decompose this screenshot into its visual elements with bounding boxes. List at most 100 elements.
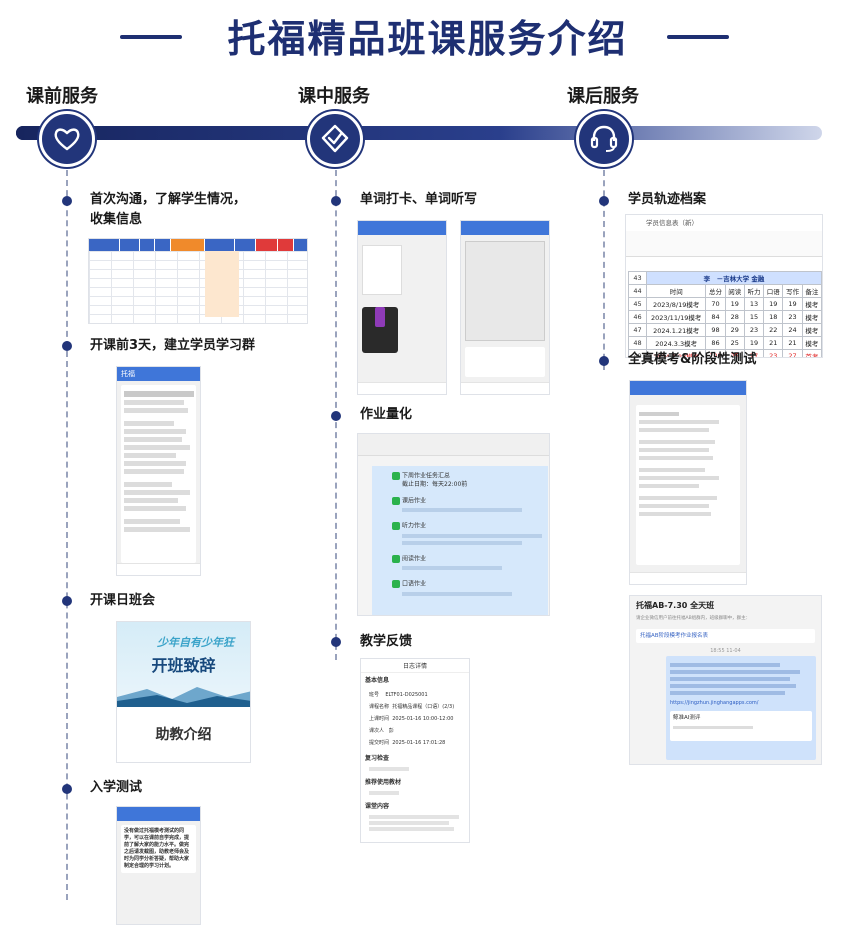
table-row-highlighted: 49 2024.1.23模考 102 25 27 23 27 首考: [628, 349, 822, 357]
feedback-section-materials: 推荐使用教材: [365, 779, 402, 786]
homework-lines: 下周作业任务汇总 截止日期：每天22:00前 课后作业 听力作业 阅读作业 口语…: [372, 466, 548, 596]
timeline-dot: [62, 596, 72, 606]
post-class-badge: [576, 111, 632, 167]
homework-line: 截止日期：每天22:00前: [402, 480, 468, 488]
feedback-row-key: 提交时间: [369, 740, 390, 746]
check-icon: [392, 580, 400, 588]
homework-line: 听力作业: [402, 522, 427, 530]
student-archive-sheet-thumbnail: 学员信息表（新） 43 李 －吉林大学 金融 44 时间 总分 阅读 听力 口语…: [625, 214, 823, 358]
group-notice: 托福AB阶段模考作业报名表: [636, 629, 815, 643]
homework-line: 课后作业: [402, 497, 427, 504]
opening-meeting-slide: 少年自有少年狂 开班致辞 助教介绍: [116, 621, 251, 763]
table-cell: 27: [782, 349, 803, 357]
dictation-chat-thumbnail: [460, 220, 550, 395]
chat-toolbar: [630, 572, 746, 584]
homework-line: 口语作业: [402, 580, 427, 588]
sheet-toolbar: [626, 231, 822, 257]
table-cell: 22: [763, 323, 784, 337]
pre-item-entry-test: 入学测试: [90, 780, 143, 795]
feedback-row-value: 托福精品课程（口语）(2/3): [392, 704, 455, 710]
row-number: 43: [628, 271, 647, 285]
chat-title: 托福: [121, 370, 135, 378]
chat-phone-image: [362, 307, 398, 353]
table-cell: 2023/11/19模考: [645, 310, 707, 324]
check-icon: [392, 554, 400, 563]
feedback-row-key: 课次人: [369, 728, 385, 734]
mock-exam-chat-thumbnail: [629, 380, 747, 585]
pre-item-opening-meeting: 开课日班会: [90, 593, 156, 608]
table-cell: 19: [782, 297, 803, 311]
table-cell: 70: [705, 297, 726, 311]
pre-class-timeline: [66, 170, 68, 900]
timeline-dot: [599, 196, 609, 206]
sheet-highlight-column: [205, 251, 239, 317]
table-cell: 13: [743, 297, 765, 311]
feedback-row-value: 彭: [388, 728, 394, 734]
group-link[interactable]: https://jingzhun.jinghangapps.com/: [670, 700, 759, 706]
link-card[interactable]: 鲸准AI测评: [670, 711, 812, 741]
timeline-dot: [599, 356, 609, 366]
timeline-dot: [331, 196, 341, 206]
table-header: 总分: [705, 284, 726, 298]
feedback-section-basic: 基本信息: [365, 677, 390, 684]
table-cell: 2024.1.21模考: [645, 323, 707, 337]
table-cell: 29: [724, 323, 745, 337]
row-number: 46: [628, 310, 647, 324]
timeline-bar-cap: [16, 126, 24, 140]
table-header: 时间: [645, 284, 707, 298]
table-cell: 首考: [801, 349, 822, 357]
check-icon: [392, 496, 400, 505]
slide-hero: 少年自有少年狂 开班致辞: [117, 622, 250, 707]
row-number: 45: [628, 297, 647, 311]
check-icon: [392, 522, 400, 530]
pre-class-badge: [39, 111, 95, 167]
pre-item-first-contact-line2: 收集信息: [90, 212, 143, 227]
in-class-badge: [307, 111, 363, 167]
row-number: 48: [628, 336, 647, 350]
homework-message: 下周作业任务汇总 截止日期：每天22:00前 课后作业 听力作业 阅读作业 口语…: [372, 466, 548, 615]
table-header: 阅读: [724, 284, 745, 298]
check-icon: [392, 472, 400, 480]
chat-header: [358, 434, 549, 456]
slide-script-text: 少年自有少年狂: [157, 636, 234, 649]
timeline-dot: [331, 411, 341, 421]
table-cell: 18: [763, 310, 784, 324]
heart-icon: [54, 128, 80, 151]
title-decor-right: [667, 35, 729, 39]
homework-chat-thumbnail: 下周作业任务汇总 截止日期：每天22:00前 课后作业 听力作业 阅读作业 口语…: [357, 433, 550, 616]
group-message: https://jingzhun.jinghangapps.com/ 鲸准AI测…: [666, 656, 816, 760]
table-cell: 2023/8/19模考: [645, 297, 707, 311]
post-item-student-archive: 学员轨迹档案: [628, 192, 707, 207]
timeline-dot: [62, 196, 72, 206]
title-decor-left: [120, 35, 182, 39]
column-heading-in-class: 课中服务: [298, 86, 370, 107]
chat-header: [461, 221, 549, 235]
entry-test-message: 没有做过托福模考测试的同学，可以在课前自学完成，提前了解大家的能力水平。做完之后…: [121, 825, 196, 873]
chat-header: [358, 221, 446, 235]
student-info-sheet-thumbnail: [88, 238, 308, 324]
table-cell: 98: [705, 323, 726, 337]
student-name-cell: 李 －吉林大学 金融: [646, 271, 822, 285]
group-subtitle: 请企业微信用户前往托福AB组群内，班级群聊中，群主：: [636, 616, 751, 621]
feedback-log-title: 日志详情: [361, 659, 469, 673]
in-item-teaching-feedback: 教学反馈: [360, 634, 413, 649]
post-item-mock-exams: 全真模考&阶段性测试: [628, 352, 757, 367]
feedback-section-content: 课堂内容: [365, 803, 390, 810]
group-title: 托福AB-7.30 全天班: [636, 601, 715, 610]
page-title: 托福精品班课服务介绍: [227, 17, 628, 61]
feedback-row-key: 班号: [369, 692, 380, 698]
table-header: 备注: [801, 284, 822, 298]
table-cell: 28: [724, 310, 745, 324]
entry-test-chat-thumbnail: 没有做过托福模考测试的同学，可以在课前自学完成，提前了解大家的能力水平。做完之后…: [116, 806, 201, 925]
table-cell: 86: [705, 336, 726, 350]
row-number: 44: [628, 284, 647, 298]
table-row: 48 2024.3.3模考 86 25 19 21 21 模考: [628, 336, 822, 350]
class-group-chat-thumbnail: 托福AB-7.30 全天班 请企业微信用户前往托福AB组群内，班级群聊中，群主：…: [629, 595, 822, 765]
chat-message: [465, 347, 545, 377]
chat-header: [630, 381, 746, 395]
row-number: 47: [628, 323, 647, 337]
table-cell: 23: [743, 323, 765, 337]
feedback-row-value: 2025-01-16 10:00-12:00: [392, 716, 454, 722]
feedback-basic-rows: 班号 ELTF01-D025001 课程名称 托福精品课程（口语）(2/3) 上…: [361, 689, 469, 749]
feedback-row-value: ELTF01-D025001: [385, 692, 428, 698]
